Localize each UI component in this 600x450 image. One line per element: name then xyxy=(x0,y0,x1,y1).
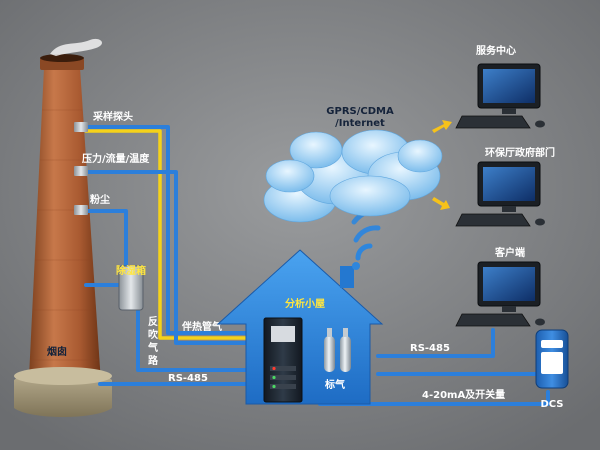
probes: 采样探头 压力/流量/温度 粉尘 xyxy=(74,110,150,215)
dust-probe xyxy=(74,205,88,215)
house-chimney xyxy=(340,266,354,288)
computer-label-service-center: 服务中心 xyxy=(476,44,516,57)
screen-client xyxy=(483,267,535,301)
connection-lines xyxy=(84,125,550,406)
probe-label-dust: 粉尘 xyxy=(90,193,110,206)
mouse-service-center xyxy=(535,120,545,128)
backflush-char-3: 路 xyxy=(148,354,159,367)
rs485-left-label: RS-485 xyxy=(168,373,208,384)
computer-label-government-dept: 环保厅政府部门 xyxy=(485,146,555,159)
backflush-line xyxy=(136,304,252,372)
smoke xyxy=(50,38,103,56)
gas-label: 标气 xyxy=(324,378,345,391)
signal-label: 4-20mA及开关量 xyxy=(422,388,505,401)
monitor-stand-government-dept xyxy=(502,206,516,212)
network-cloud: GPRS/CDMA /Internet xyxy=(263,106,443,223)
backflush-char-0: 反 xyxy=(148,315,158,328)
dehumidifier-box-label: 除湿箱 xyxy=(116,264,146,277)
heat-pipe-label: 伴热管气 xyxy=(181,320,222,333)
dcs-label: DCS xyxy=(540,399,563,410)
dehumidifier-box: 除湿箱 xyxy=(116,264,146,311)
probe-label-sampling: 采样探头 xyxy=(92,110,133,123)
chimney-base-top xyxy=(14,367,112,385)
sampling-probe xyxy=(74,122,88,132)
keyboard-service-center xyxy=(455,115,531,129)
monitor-stand-service-center xyxy=(502,108,516,114)
keyboard-government-dept xyxy=(455,213,531,227)
analyzer-cabinet xyxy=(263,317,303,403)
cloud-label-line-2: /Internet xyxy=(335,118,385,129)
backflush-label: 反 吹 气 路 xyxy=(147,315,159,367)
arrow-to-government xyxy=(432,197,450,210)
chimney: 烟囱 xyxy=(14,38,112,417)
cabinet-display xyxy=(271,326,295,342)
sampling-line xyxy=(84,125,264,335)
analysis-house: 分析小屋 标气 xyxy=(216,249,384,405)
probe-label-pressure: 压力/流量/温度 xyxy=(82,152,150,165)
rs485-right-label: RS-485 xyxy=(410,343,450,354)
chimney-label: 烟囱 xyxy=(47,345,67,358)
rs485-right-line xyxy=(376,328,495,358)
arrows xyxy=(432,120,452,210)
signal-line xyxy=(318,390,550,406)
screen-government-dept xyxy=(483,167,535,201)
standard-gas-cylinders xyxy=(324,328,351,372)
mouse-government-dept xyxy=(535,218,545,226)
cloud-label-line-1: GPRS/CDMA xyxy=(326,106,394,117)
screen-service-center xyxy=(483,69,535,103)
computer-label-client: 客户端 xyxy=(494,246,525,259)
chimney-body xyxy=(28,68,102,398)
dust-line xyxy=(84,209,128,272)
chimney-opening xyxy=(40,54,84,62)
computer-client: 客户端 xyxy=(455,246,545,327)
computer-government-dept: 环保厅政府部门 xyxy=(455,146,555,227)
pressure-flow-temp-line xyxy=(84,170,264,345)
mouse-client xyxy=(535,318,545,326)
house-title: 分析小屋 xyxy=(285,297,325,310)
backflush-char-2: 气 xyxy=(147,341,158,354)
heat-trace-pipe xyxy=(84,129,264,340)
computer-service-center: 服务中心 xyxy=(455,44,545,129)
monitor-stand-client xyxy=(502,306,516,312)
dcs-unit: DCS xyxy=(535,329,569,410)
chimney-brick-texture xyxy=(30,109,98,361)
pressure-probe xyxy=(74,166,88,176)
arrow-to-service-center xyxy=(432,120,452,133)
svg-text:除湿箱: 除湿箱 xyxy=(116,264,146,277)
backflush-char-1: 吹 xyxy=(148,328,158,341)
keyboard-client xyxy=(455,313,531,327)
